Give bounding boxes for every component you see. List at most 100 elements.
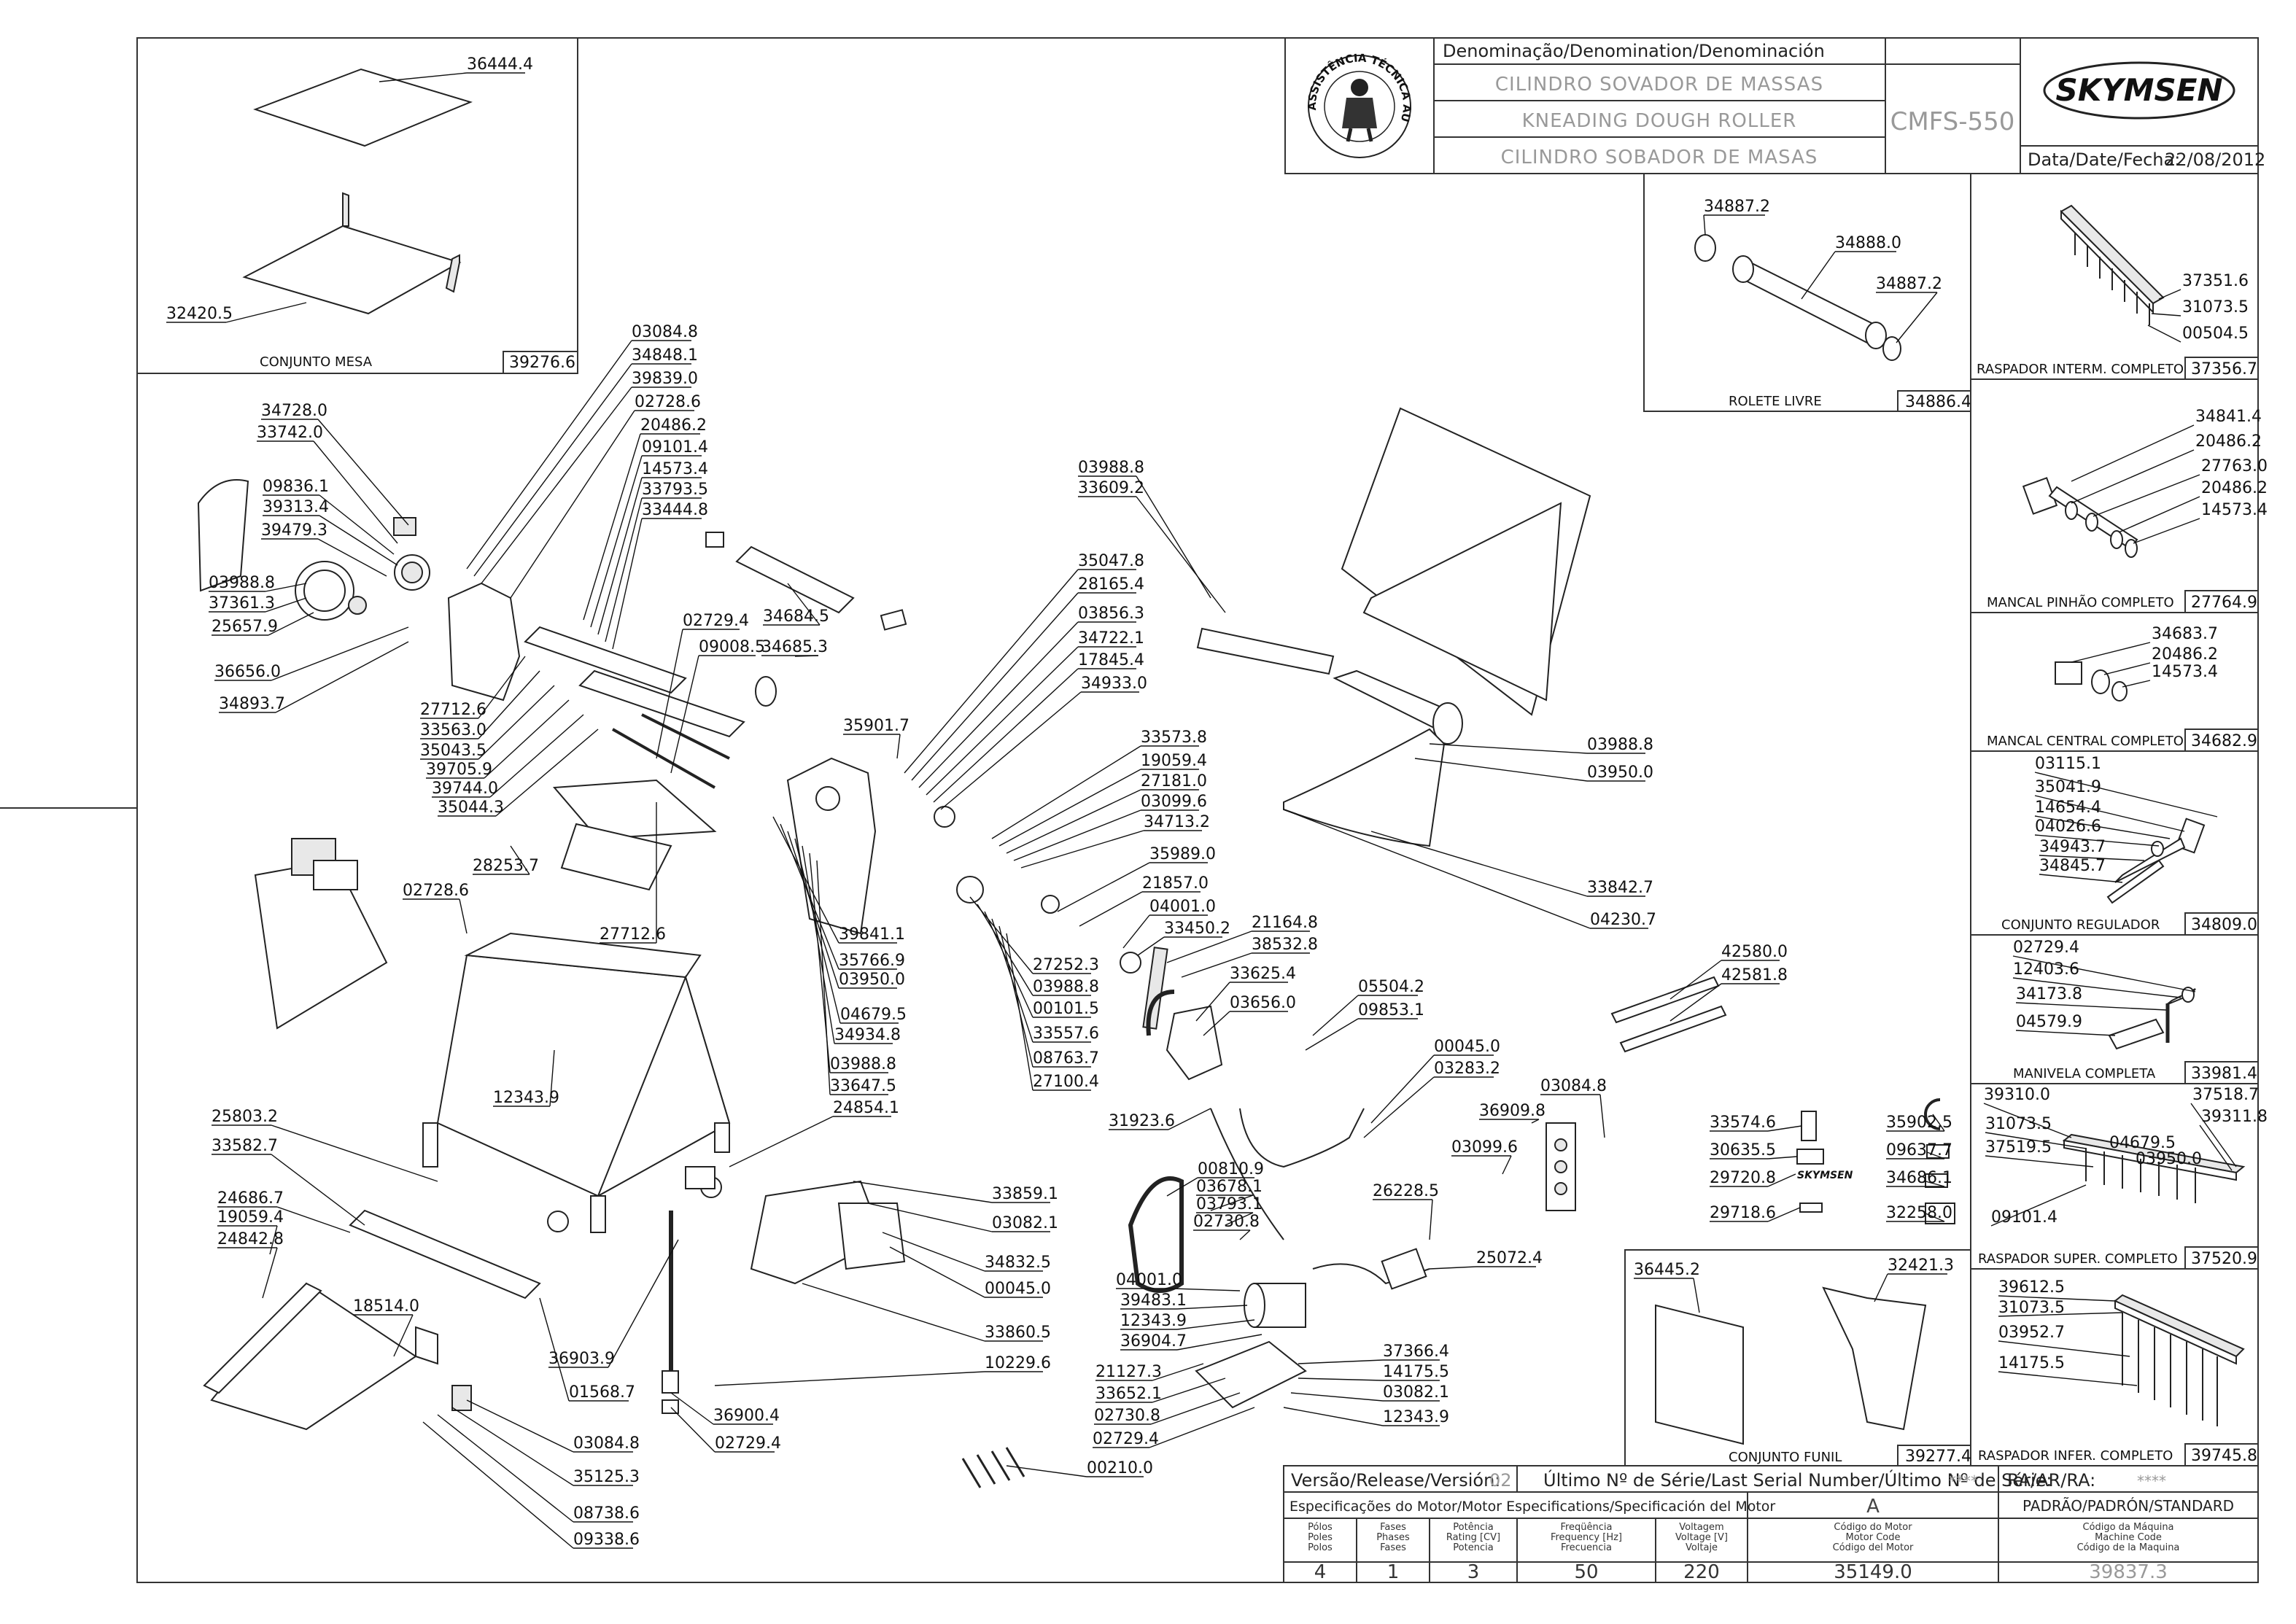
leader-line [1152,1378,1226,1403]
leader-line [896,734,901,759]
part-number-motor-11: 02729.4 [1093,1430,1159,1448]
leader-line [1669,960,1722,1000]
leader-line [729,1116,834,1168]
leader-line [998,925,1033,1068]
part-number-misc-1: 09008.5 [699,638,765,656]
part-number-motor-12: 37366.4 [1383,1343,1449,1361]
leader-line [889,1246,985,1298]
svg-text:SKYMSEN: SKYMSEN [2055,72,2222,108]
part-number-motor-9: 33652.1 [1095,1385,1162,1403]
part-number-lower_left-2: 24686.7 [217,1189,284,1208]
rint-part-1: 37351.6 [2182,272,2249,290]
part-number-lower_left-1: 33582.7 [212,1137,278,1155]
part-number-guard-2: 34832.5 [985,1254,1051,1272]
part-number-drive_col-6: 21857.0 [1142,874,1209,893]
mp-part-3: 27763.0 [2201,457,2268,475]
part-number-misc-7: 12343.9 [493,1089,559,1107]
spec-col-0-value: 4 [1314,1561,1327,1583]
leader-line [1137,936,1165,956]
rint-code: 37356.7 [2191,360,2257,378]
part-number-decals-6: 29718.6 [1710,1204,1776,1222]
part-number-frame_col-4: 34934.8 [834,1026,901,1044]
part-number-lower_left-6: 36903.9 [548,1350,615,1368]
spec-col-3-value: 50 [1574,1561,1598,1583]
motor-letter: A [1866,1496,1880,1518]
rolete-part-3: 34887.2 [1876,275,1942,293]
leader-line [1298,1378,1384,1381]
leader-line [1122,914,1150,949]
funil-part-1: 36445.2 [1634,1261,1700,1279]
leader-line [1932,1114,1945,1132]
rinf-caption: RASPADOR INFER. COMPLETO [1978,1448,2173,1464]
leader-line [473,363,632,577]
leader-line [583,433,641,621]
man-code: 33981.4 [2191,1065,2257,1083]
rinf-part-2: 31073.5 [1998,1299,2065,1317]
part-labels: 34728.033742.009836.139313.439479.303988… [209,323,1952,1549]
part-number-cyl_col-1: 28165.4 [1078,575,1144,594]
part-number-drive_lower-4: 08763.7 [1033,1049,1099,1068]
rint-part-2: 31073.5 [2182,298,2249,316]
part-number-motor-7: 36904.7 [1120,1332,1187,1351]
leader-line [1669,983,1722,1022]
serial-value: **** [1949,1472,1978,1490]
mc-part-1: 34683.7 [2152,625,2218,643]
leader-line [484,699,570,779]
leader-line [1150,1392,1241,1425]
part-number-electrics-4: 03084.8 [1540,1077,1607,1095]
part-number-frame_col-3: 04679.5 [840,1006,907,1024]
part-number-top_col-1: 34848.1 [632,346,698,365]
leader-line [1283,809,1591,929]
leader-line [466,1399,574,1453]
mesa-part-2: 32420.5 [166,305,233,323]
funil-caption: CONJUNTO FUNIL [1729,1450,1842,1465]
leader-line [1020,830,1144,869]
spec-col-6-header-0: Código da Máquina [2082,1522,2173,1533]
leader-line [268,612,314,636]
man-part-3: 34173.8 [2016,985,2082,1003]
part-number-electrics-5: 36909.8 [1479,1102,1545,1120]
part-number-decals-3: 09637.7 [1886,1141,1952,1159]
part-number-drive_lower-1: 03988.8 [1033,978,1099,996]
leader-line [466,340,632,570]
mesa-part-1: 36444.4 [467,55,533,74]
part-number-motor-15: 12343.9 [1383,1408,1449,1426]
leader-line [489,714,584,798]
ra-value: **** [2137,1472,2166,1490]
part-number-decals-2: 30635.5 [1710,1141,1776,1159]
mesa-code: 39276.6 [509,354,575,372]
mp-part-2: 20486.2 [2195,432,2262,451]
leader-line [1006,789,1141,854]
part-number-electrics-2: 00045.0 [1434,1038,1500,1056]
standard-label: PADRÃO/PADRÓN/STANDARD [2022,1497,2234,1515]
part-number-lower_left-11: 09338.6 [573,1531,640,1549]
part-number-frame_col-5: 03988.8 [830,1055,896,1073]
leader-line [911,592,1079,781]
leader-line [1166,1177,1198,1197]
part-number-left_col-5: 03988.8 [209,574,275,592]
part-number-rods-1: 42581.8 [1721,966,1788,984]
rsup-part-4: 31073.5 [1985,1115,2052,1133]
leader-line [1305,1018,1359,1051]
part-number-guard-4: 33860.5 [985,1324,1051,1342]
rolete-part-2: 34888.0 [1835,234,1901,252]
rsup-part-5: 04679.5 [2109,1134,2176,1152]
part-number-left_col-6: 37361.3 [209,594,275,613]
part-number-cyl_col-2: 03856.3 [1078,605,1144,623]
part-number-frame_col-7: 24854.1 [833,1099,899,1117]
part-number-lower_left-0: 25803.2 [212,1108,278,1126]
leader-line [481,386,632,584]
reg-part-5: 34943.7 [2039,838,2106,856]
spec-col-2-header-2: Potencia [1453,1542,1493,1553]
part-number-guard-1: 03082.1 [992,1214,1058,1232]
part-number-left_col-1: 33742.0 [257,424,323,442]
part-number-left_col-4: 39479.3 [261,521,327,540]
part-number-electrics-9: 25072.4 [1476,1249,1543,1267]
part-number-mid_col-3: 39705.9 [426,761,492,779]
rolete-caption: ROLETE LIVRE [1729,394,1822,409]
leader-line [269,1225,278,1255]
leader-line [495,729,599,817]
leader-line [451,1407,574,1486]
part-number-lower_left-3: 19059.4 [217,1208,284,1227]
man-part-1: 02729.4 [2013,939,2079,957]
